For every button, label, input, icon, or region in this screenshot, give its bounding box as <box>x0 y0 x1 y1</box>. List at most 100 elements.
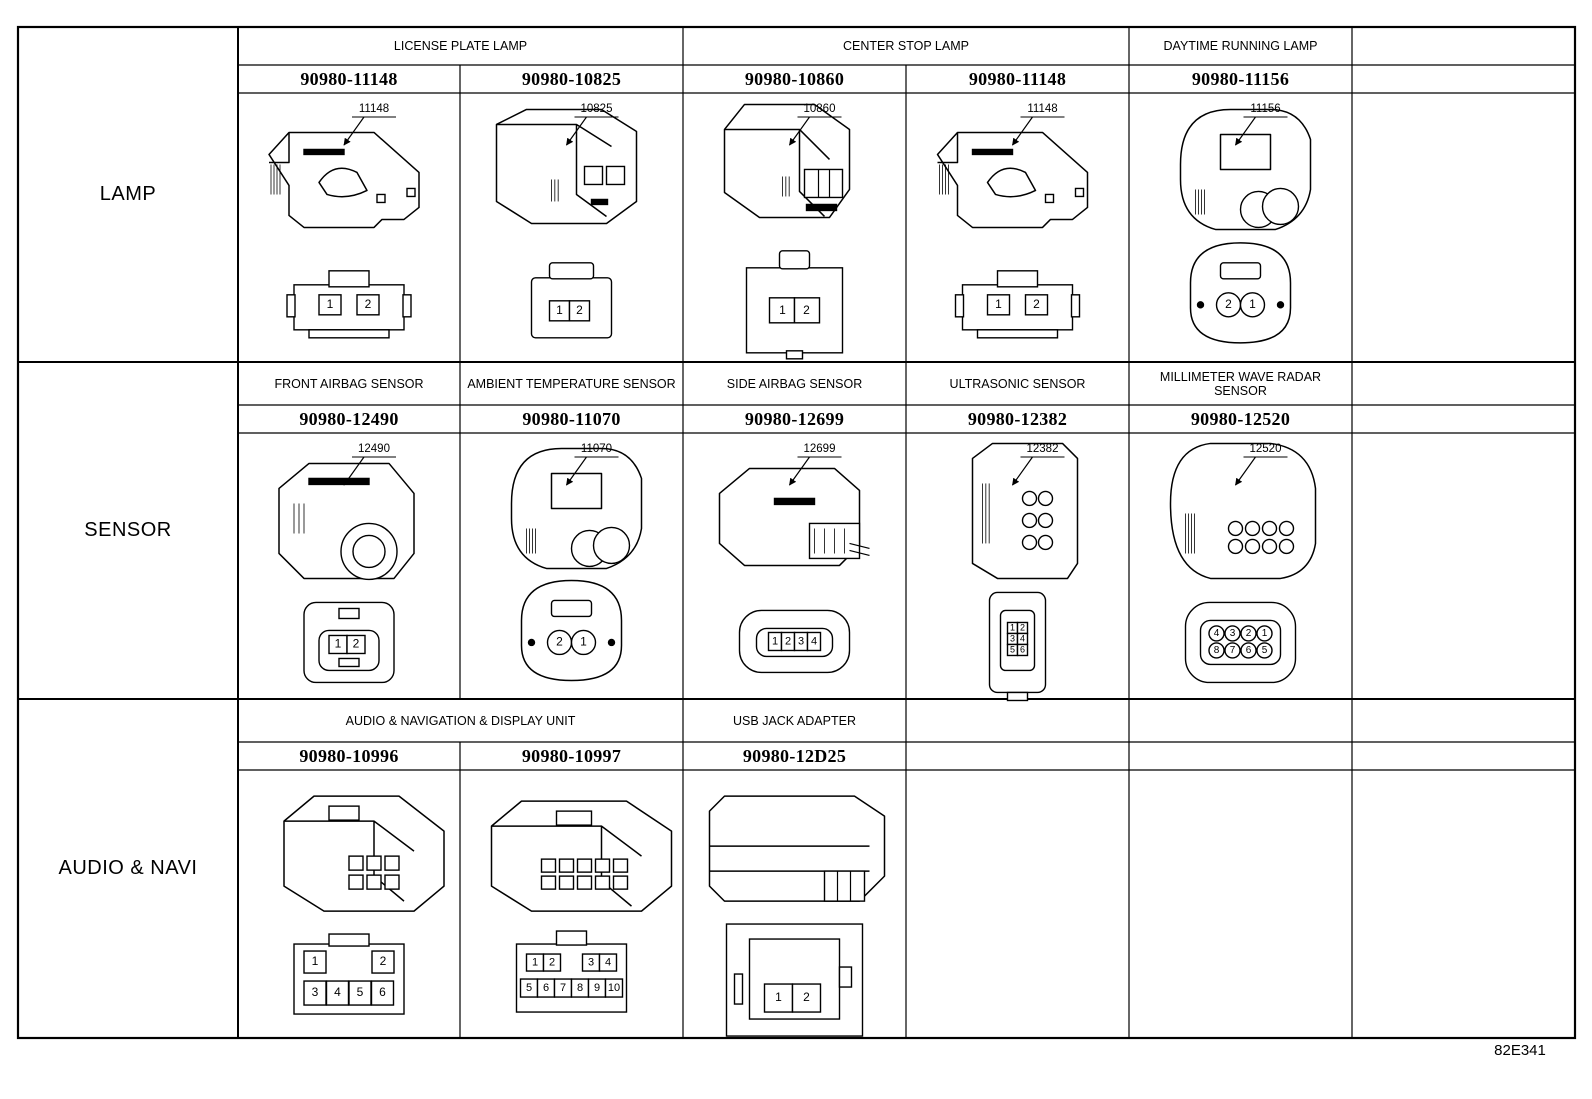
connector-3d-view <box>278 462 415 581</box>
pin-number: 2 <box>803 303 810 317</box>
pin-number: 3 <box>588 956 594 968</box>
pin-number: 2 <box>1246 628 1252 639</box>
part-number: 90980-10996 <box>299 745 399 766</box>
part-number: 90980-10860 <box>744 68 845 89</box>
pin-number: 2 <box>803 990 810 1004</box>
function-label: USB JACK ADAPTER <box>733 713 856 728</box>
callout-arrow <box>1235 116 1256 146</box>
connector-3d-view <box>1179 108 1312 231</box>
pin-number: 2 <box>556 635 563 649</box>
part-number: 90980-12D25 <box>742 745 847 766</box>
wire <box>849 542 870 550</box>
function-label: AUDIO & NAVIGATION & DISPLAY UNIT <box>345 713 576 728</box>
pin-number: 1 <box>1010 622 1015 632</box>
callout-arrow <box>789 456 810 486</box>
pin-number: 1 <box>556 303 563 317</box>
function-label: ULTRASONIC SENSOR <box>949 376 1086 391</box>
function-label: LICENSE PLATE LAMP <box>393 39 528 53</box>
table-frame <box>16 25 1577 1040</box>
connector-3d-view <box>723 103 851 219</box>
function-label: FRONT AIRBAG SENSOR <box>274 376 424 391</box>
function-label: DAYTIME RUNNING LAMP <box>1163 39 1318 53</box>
connector-3d-view <box>1169 442 1317 580</box>
part-number: 90980-11070 <box>522 408 621 429</box>
pin-number: 5 <box>1010 644 1015 654</box>
pin-number: 2 <box>1225 297 1232 311</box>
connector-3d-view <box>490 800 673 912</box>
function-label: CENTER STOP LAMP <box>843 39 969 53</box>
section-label: AUDIO & NAVI <box>58 857 198 879</box>
pin-number: 4 <box>811 635 817 647</box>
callout-label: 10860 <box>804 103 836 115</box>
pin-number: 1 <box>1249 297 1256 311</box>
pin-number: 1 <box>580 635 587 649</box>
pin-number: 6 <box>379 985 386 999</box>
pin-number: 2 <box>549 956 555 968</box>
callout-label: 11148 <box>359 103 389 115</box>
pin-number: 3 <box>312 985 319 999</box>
pin-number: 2 <box>365 297 372 311</box>
callout-label: 12490 <box>358 443 390 455</box>
connector-3d-view <box>283 795 445 912</box>
pin-number: 2 <box>353 637 360 651</box>
pin-number: 7 <box>1230 645 1236 656</box>
pin-number: 2 <box>1020 622 1025 632</box>
pin-number: 8 <box>577 982 583 994</box>
function-label: SIDE AIRBAG SENSOR <box>726 376 863 391</box>
pin-number: 3 <box>1230 628 1236 639</box>
callout-label: 12699 <box>804 443 836 455</box>
function-label: AMBIENT TEMPERATURE SENSOR <box>467 376 676 391</box>
callout-arrow <box>1012 116 1033 146</box>
pin-number: 1 <box>775 990 782 1004</box>
pin-number: 1 <box>995 297 1002 311</box>
pin-number: 1 <box>772 635 778 647</box>
part-number: 90980-12699 <box>744 408 845 429</box>
callout-label: 12520 <box>1250 443 1282 455</box>
part-number: 90980-11156 <box>1191 68 1290 89</box>
callout-arrow <box>789 116 810 146</box>
pin-number: 9 <box>594 982 600 994</box>
callout-arrow <box>343 116 365 146</box>
pin-number: 8 <box>1214 645 1220 656</box>
figure-code: 82E341 <box>1494 1042 1546 1059</box>
connector-90980-11148: 1 2 11148 <box>936 103 1089 339</box>
callout-label: 10825 <box>581 103 613 115</box>
callout-label: 11070 <box>581 443 612 455</box>
callout-arrow <box>1235 456 1256 486</box>
pin-number: 4 <box>1214 628 1220 639</box>
callout-arrow <box>566 116 587 146</box>
pin-number: 5 <box>357 985 364 999</box>
pin-number: 5 <box>526 982 532 994</box>
part-number: 90980-12382 <box>967 408 1068 429</box>
callout-label: 11148 <box>1027 103 1057 115</box>
pin-number: 1 <box>1262 628 1268 639</box>
pin-number: 1 <box>779 303 786 317</box>
pin-number: 2 <box>1033 297 1040 311</box>
pin-number: 2 <box>785 635 791 647</box>
callout-arrow <box>343 456 365 486</box>
wire <box>849 549 870 557</box>
pin-number: 5 <box>1262 645 1268 656</box>
pin-number: 7 <box>560 982 566 994</box>
pin-number: 4 <box>1020 633 1025 643</box>
